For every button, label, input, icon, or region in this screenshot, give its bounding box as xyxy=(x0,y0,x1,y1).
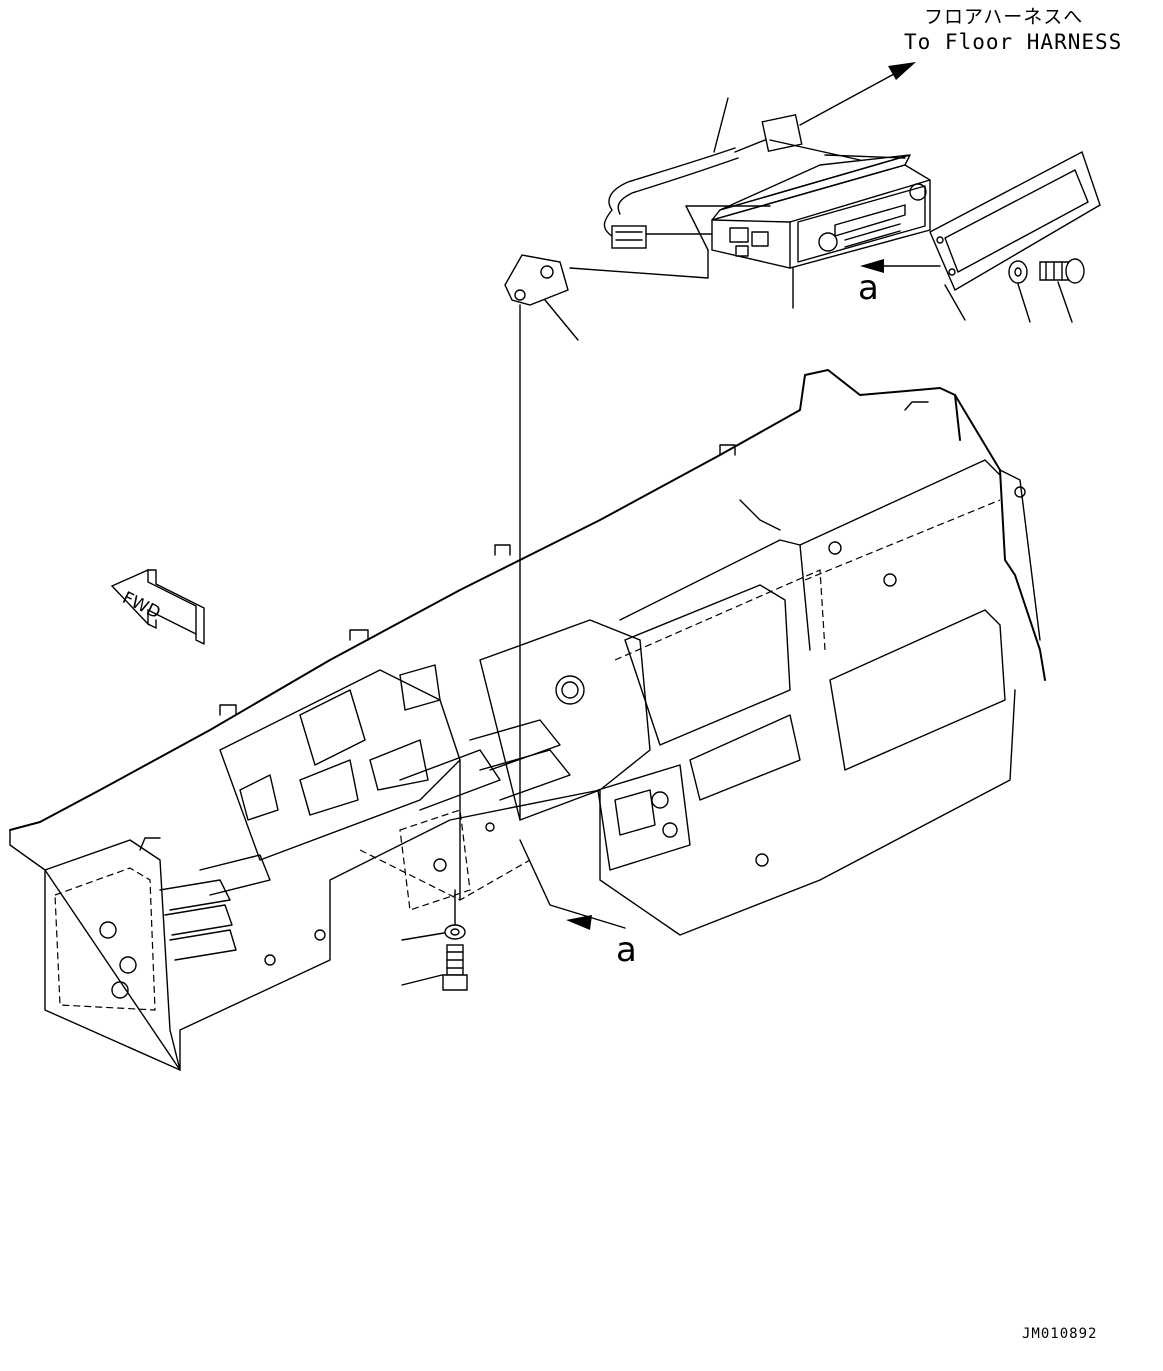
radio-unit xyxy=(569,139,931,309)
dashboard-frame xyxy=(9,369,1046,1071)
upper-fasteners xyxy=(1008,258,1085,323)
harness-arrow xyxy=(799,62,916,126)
view-a-lower-arrow xyxy=(519,839,626,930)
mounting-bracket xyxy=(504,254,579,821)
trim-panel xyxy=(860,150,1101,321)
harness-label-japanese: フロアハーネスへ xyxy=(924,6,1084,28)
fwd-arrow-icon: FWD xyxy=(110,568,205,645)
wire-harness xyxy=(603,97,803,249)
view-a-label-upper: a xyxy=(858,268,879,308)
view-a-label-lower: a xyxy=(616,930,637,970)
drawing-code: JM010892 xyxy=(1022,1326,1098,1342)
lower-fasteners xyxy=(401,889,468,991)
harness-label-english: To Floor HARNESS xyxy=(904,30,1123,54)
